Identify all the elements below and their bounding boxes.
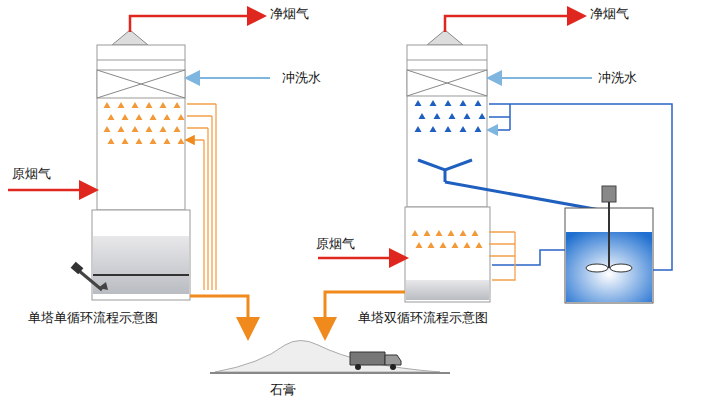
- spray-nozzle: [146, 102, 153, 108]
- spray-nozzle: [122, 114, 129, 120]
- right-tower: [405, 30, 490, 302]
- raw-gas-arrow: [8, 189, 94, 192]
- left-pipes: [187, 104, 216, 290]
- truck: [350, 352, 401, 370]
- clean-gas-arrow: [130, 16, 262, 32]
- spray-nozzle: [415, 100, 422, 106]
- spray-nozzle: [460, 230, 467, 236]
- spray-nozzle: [136, 114, 143, 120]
- spray-nozzle: [424, 230, 431, 236]
- spray-nozzle: [472, 230, 479, 236]
- spray-nozzle: [428, 242, 435, 248]
- spray-nozzle: [164, 138, 171, 144]
- spray-nozzle: [150, 114, 157, 120]
- right-spray-nozzles: [415, 100, 486, 132]
- clean-gas-arrow: [445, 16, 582, 32]
- spray-nozzle: [160, 126, 167, 132]
- spray-nozzle: [416, 242, 423, 248]
- ground-line: [210, 372, 450, 374]
- spray-nozzle: [174, 102, 181, 108]
- spray-nozzle: [460, 126, 467, 132]
- spray-nozzle: [108, 138, 115, 144]
- spray-nozzle: [430, 100, 437, 106]
- spray-nozzle: [118, 126, 125, 132]
- slurry-tank: [565, 186, 653, 303]
- spray-nozzle: [464, 242, 471, 248]
- spray-nozzle: [445, 100, 452, 106]
- spray-nozzle: [118, 102, 125, 108]
- flow-label: 净烟气: [270, 6, 309, 22]
- spray-nozzle: [475, 126, 482, 132]
- spray-nozzle: [136, 138, 143, 144]
- lower-orange-pipes: [489, 232, 515, 280]
- spray-nozzle: [104, 102, 111, 108]
- spray-nozzle: [415, 126, 422, 132]
- wash-water-arrow: [490, 77, 592, 79]
- flow-label: 冲洗水: [598, 70, 637, 86]
- spray-nozzle: [150, 138, 157, 144]
- spray-nozzle: [132, 102, 139, 108]
- flow-label: 原烟气: [316, 236, 355, 252]
- spray-nozzle: [160, 102, 167, 108]
- spray-nozzle: [448, 230, 455, 236]
- figure-caption: 单塔双循环流程示意图: [358, 310, 488, 326]
- spray-nozzle: [436, 230, 443, 236]
- lower-spray-nozzles: [412, 230, 483, 248]
- spray-nozzle: [104, 126, 111, 132]
- spray-nozzle: [419, 113, 426, 119]
- product-label: 石膏: [270, 382, 296, 398]
- raw-gas-arrow: [318, 257, 404, 260]
- spray-nozzle: [460, 100, 467, 106]
- gypsum-outflow: [190, 296, 248, 335]
- flow-label: 冲洗水: [282, 70, 321, 86]
- spray-nozzle: [178, 138, 185, 144]
- spray-nozzle: [452, 242, 459, 248]
- spray-nozzle: [178, 114, 185, 120]
- spray-nozzle: [430, 126, 437, 132]
- spray-nozzle: [132, 126, 139, 132]
- spray-nozzle: [412, 230, 419, 236]
- spray-nozzle: [434, 113, 441, 119]
- flow-label: 净烟气: [590, 6, 629, 22]
- gypsum-pile: [215, 341, 440, 373]
- spray-nozzle: [164, 114, 171, 120]
- spray-nozzle: [122, 138, 129, 144]
- spray-nozzle: [464, 113, 471, 119]
- spray-nozzle: [445, 126, 452, 132]
- flow-label: 原烟气: [12, 166, 51, 182]
- left-spray-nozzles: [104, 102, 185, 144]
- tank-loop-pipes: [489, 104, 672, 270]
- spray-nozzle: [479, 113, 486, 119]
- spray-nozzle: [476, 242, 483, 248]
- spray-nozzle: [108, 114, 115, 120]
- spray-nozzle: [475, 100, 482, 106]
- wash-water-arrow: [188, 77, 270, 79]
- left-tower: [71, 30, 190, 300]
- spray-nozzle: [174, 126, 181, 132]
- spray-nozzle: [440, 242, 447, 248]
- spray-nozzle: [449, 113, 456, 119]
- collector-pipe: [445, 182, 600, 210]
- figure-caption: 单塔单循环流程示意图: [28, 310, 158, 326]
- spray-nozzle: [146, 126, 153, 132]
